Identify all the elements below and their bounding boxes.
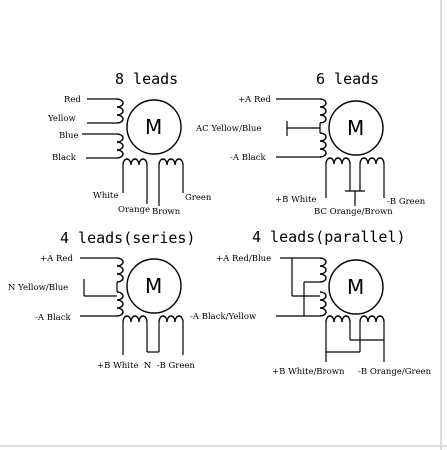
coil-a [80, 257, 124, 317]
lead-minus-b-label: -B Orange/Green [358, 367, 432, 377]
diagram-4-leads-parallel: 4 leads(parallel) M +A Red/Blue - [190, 228, 432, 377]
coil-b1 [122, 158, 148, 204]
motor: M [328, 259, 384, 315]
lead-plus-b-label: +B White/Brown [272, 367, 345, 377]
lead-plus-a-label: +A Red/Blue [216, 254, 271, 264]
svg-text:M: M [347, 275, 364, 299]
diagram-title: 4 leads(series) [60, 229, 195, 247]
diagram-4-leads-series: 4 leads(series) M +A Red N Yellow/Blue -… [8, 229, 195, 371]
svg-text:M: M [145, 274, 162, 298]
diagram-title: 8 leads [115, 70, 178, 88]
svg-text:M: M [347, 116, 364, 140]
svg-text:M: M [145, 115, 162, 139]
lead-n-label: N Yellow/Blue [8, 283, 68, 293]
coil-a1 [87, 98, 124, 124]
lead-white-label: White [93, 191, 118, 201]
lead-yellow-label: Yellow [47, 114, 76, 124]
lead-brown-label: Brown [152, 207, 181, 217]
lead-ac-label: AC Yellow/Blue [195, 124, 261, 134]
diagram-6-leads: 6 leads M +A Red AC Yellow/Blue -A B [195, 70, 426, 217]
lead-minus-a-label: -A Black [230, 153, 267, 163]
coil-b [122, 315, 184, 355]
lead-plus-b-label: +B White [275, 195, 316, 205]
lead-orange-label: Orange [118, 205, 150, 215]
lead-plus-a-label: +A Red [238, 95, 271, 105]
bottom-leads-label: +B White N -B Green [97, 361, 195, 371]
coil-b [325, 157, 385, 206]
coil-a [276, 257, 327, 317]
lead-minus-a-label: -A Black/Yellow [190, 312, 257, 322]
lead-plus-a-label: +A Red [40, 254, 73, 264]
motor: M [126, 99, 182, 155]
lead-minus-a-label: -A Black [35, 313, 72, 323]
diagram-title: 4 leads(parallel) [252, 228, 406, 246]
coil-a [276, 98, 327, 158]
diagram-8-leads: 8 leads M Red Yellow Blue Black [47, 70, 212, 217]
diagram-title: 6 leads [316, 70, 379, 88]
motor: M [328, 100, 384, 156]
coil-b2 [158, 158, 184, 206]
lead-blue-label: Blue [59, 131, 78, 141]
lead-black-label: Black [52, 153, 77, 163]
lead-bc-label: BC Orange/Brown [314, 207, 393, 217]
motor: M [126, 258, 182, 314]
lead-minus-b-label: -B Green [387, 197, 426, 207]
coil-a2 [82, 133, 124, 159]
lead-red-label: Red [64, 95, 81, 105]
coil-b [325, 315, 385, 362]
lead-green-label: Green [185, 193, 212, 203]
